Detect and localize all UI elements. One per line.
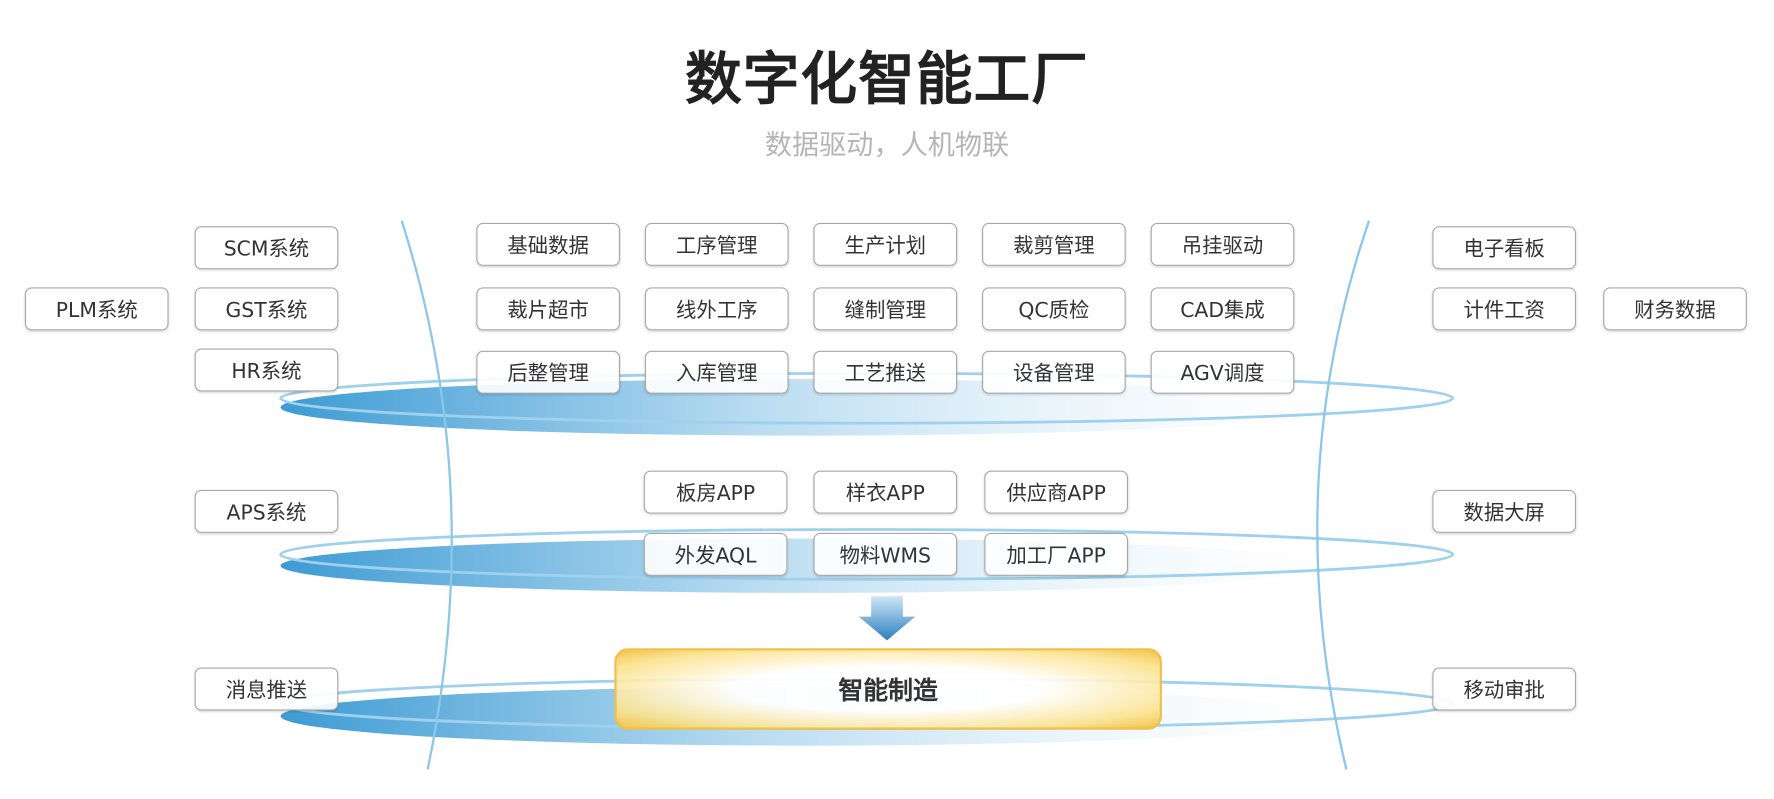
node-scm: SCM系统 xyxy=(194,226,339,270)
node-layer1: 裁片超市 xyxy=(476,287,621,331)
node-piece-wage: 计件工资 xyxy=(1432,287,1577,331)
node-layer2: 板房APP xyxy=(643,470,788,514)
node-message-push: 消息推送 xyxy=(194,667,339,711)
node-layer1: 裁剪管理 xyxy=(982,222,1126,266)
node-gst: GST系统 xyxy=(194,287,339,331)
core-smart-manufacturing: 智能制造 xyxy=(614,648,1162,730)
node-layer2: 物料WMS xyxy=(813,532,958,576)
node-layer2: 供应商APP xyxy=(984,470,1129,514)
node-mobile-approval: 移动审批 xyxy=(1432,667,1577,711)
page-subtitle: 数据驱动，人机物联 xyxy=(764,128,1010,161)
left-curve xyxy=(400,220,453,770)
node-big-screen: 数据大屏 xyxy=(1432,489,1577,533)
node-hr: HR系统 xyxy=(194,348,339,392)
page-title: 数字化智能工厂 xyxy=(685,46,1089,113)
node-layer2: 外发AQL xyxy=(643,532,788,576)
node-aps: APS系统 xyxy=(194,489,339,533)
node-layer1: CAD集成 xyxy=(1150,287,1295,331)
node-layer1: 缝制管理 xyxy=(813,287,958,331)
node-layer1: 基础数据 xyxy=(476,222,621,266)
node-layer2: 样衣APP xyxy=(813,470,958,514)
node-layer1: 生产计划 xyxy=(813,222,958,266)
node-layer1: 工艺推送 xyxy=(813,350,958,394)
node-layer1: QC质检 xyxy=(982,287,1126,331)
node-layer1: 入库管理 xyxy=(644,350,789,394)
node-layer1: AGV调度 xyxy=(1150,350,1295,394)
node-layer1: 工序管理 xyxy=(644,222,789,266)
node-layer1: 设备管理 xyxy=(982,350,1126,394)
node-layer1: 吊挂驱动 xyxy=(1150,222,1295,266)
node-layer2: 加工厂APP xyxy=(984,532,1129,576)
down-arrow-icon xyxy=(858,596,916,641)
node-layer1: 线外工序 xyxy=(644,287,789,331)
node-kanban: 电子看板 xyxy=(1432,226,1577,270)
node-finance: 财务数据 xyxy=(1603,287,1747,331)
right-curve xyxy=(1316,220,1371,770)
node-plm: PLM系统 xyxy=(24,287,169,331)
node-layer1: 后整管理 xyxy=(476,350,621,394)
